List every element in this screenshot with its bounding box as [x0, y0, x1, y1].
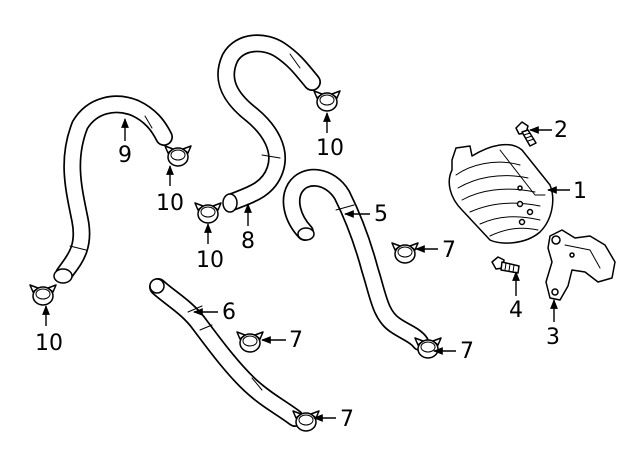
hose-6[interactable] — [149, 278, 304, 427]
callout-8: 8 — [241, 229, 255, 254]
clamp-7-c[interactable] — [414, 337, 442, 359]
hose-8[interactable] — [217, 34, 321, 213]
callout-4: 4 — [509, 298, 523, 323]
stud-bolt[interactable] — [491, 256, 520, 274]
clamp-10-a[interactable] — [164, 145, 192, 167]
callout-9: 9 — [118, 143, 132, 168]
callout-10-a: 10 — [156, 191, 184, 216]
callout-1: 1 — [573, 179, 587, 204]
callout-10-c: 10 — [196, 248, 224, 273]
callout-6: 6 — [222, 300, 236, 325]
clamp-7-a[interactable] — [391, 242, 419, 264]
clamp-10-d[interactable] — [29, 284, 57, 306]
oil-cooler[interactable] — [448, 143, 554, 244]
callout-7-d: 7 — [340, 407, 354, 432]
clamp-10-b[interactable] — [313, 90, 341, 112]
clamp-7-d[interactable] — [292, 410, 320, 432]
callout-7-b: 7 — [289, 328, 303, 353]
callout-7-a: 7 — [442, 238, 456, 263]
callout-5: 5 — [374, 202, 388, 227]
bracket[interactable] — [545, 229, 616, 301]
leader-lines — [42, 112, 570, 422]
callout-2: 2 — [554, 118, 568, 143]
hose-9[interactable] — [53, 95, 173, 284]
callout-3: 3 — [546, 325, 560, 350]
hose-5[interactable] — [282, 168, 429, 351]
callout-10-d: 10 — [35, 331, 63, 356]
callout-7-c: 7 — [460, 339, 474, 364]
callout-10-b: 10 — [316, 136, 344, 161]
clamp-10-c[interactable] — [194, 202, 222, 224]
clamp-7-b[interactable] — [236, 331, 264, 353]
bolt[interactable] — [515, 121, 537, 147]
